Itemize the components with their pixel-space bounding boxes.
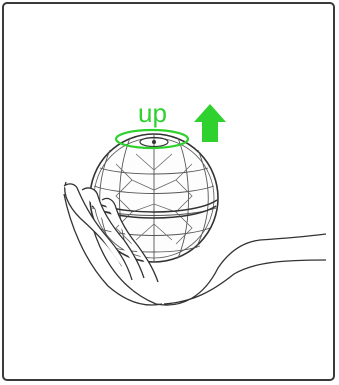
- hand-wrist-lower: [164, 260, 326, 304]
- hand-holding-ball-illustration: up: [4, 4, 333, 379]
- illustration-frame: up: [2, 2, 335, 381]
- up-arrow-icon: [194, 104, 226, 142]
- up-label: up: [138, 98, 167, 128]
- ball-top-dot: [152, 140, 156, 144]
